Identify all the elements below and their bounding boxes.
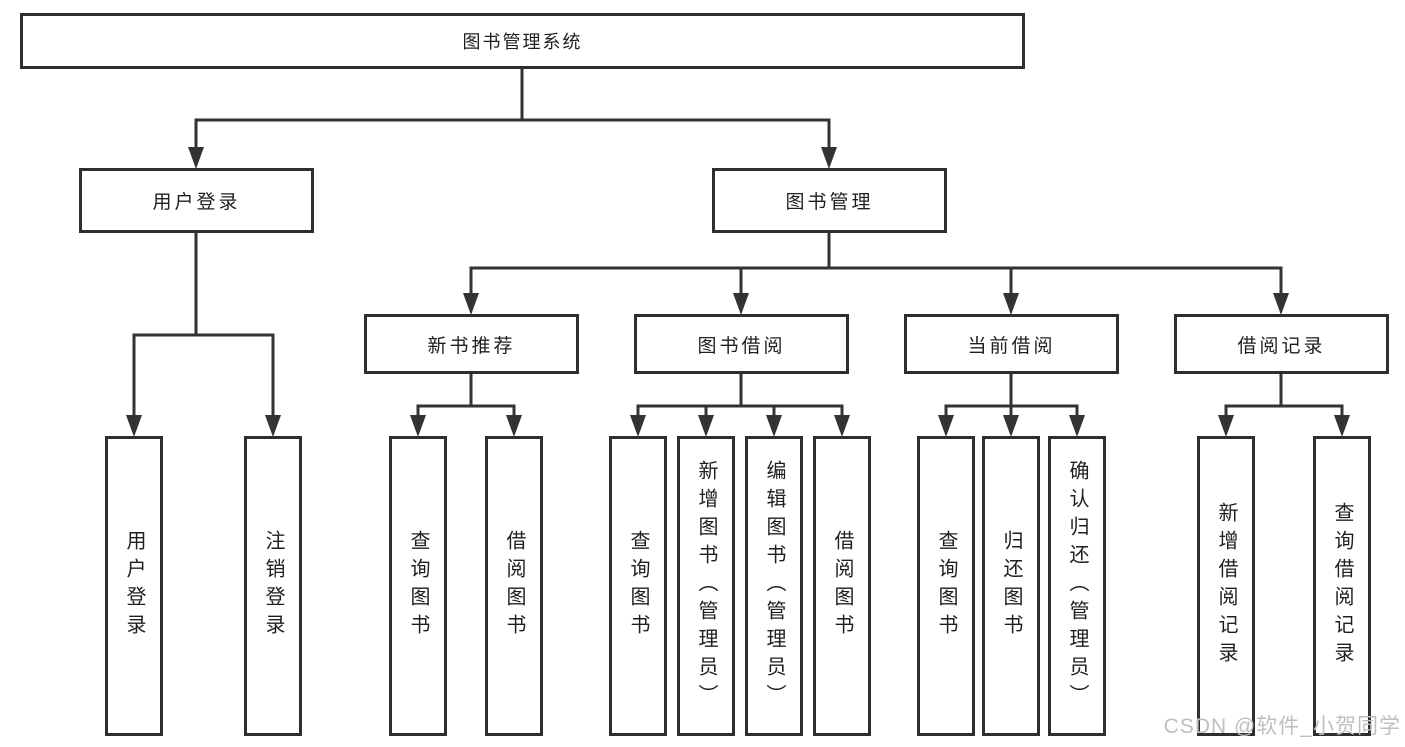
leaf-logout: 注销登录	[244, 436, 302, 736]
leaf-user-login: 用户登录	[105, 436, 163, 736]
leaf-edit-book-admin: 编辑图书（管理员）	[745, 436, 803, 736]
node-borrow-records: 借阅记录	[1174, 314, 1389, 374]
leaf-borrow-books-recommend: 借阅图书	[485, 436, 543, 736]
user-login-branch-connectors	[126, 231, 281, 437]
leaf-query-books-current: 查询图书	[917, 436, 975, 736]
leaf-add-book-admin: 新增图书（管理员）	[677, 436, 735, 736]
leaf-return-book: 归还图书	[982, 436, 1040, 736]
current-borrow-group-connectors	[938, 372, 1085, 437]
leaf-query-books-recommend: 查询图书	[389, 436, 447, 736]
leaf-query-borrow-record: 查询借阅记录	[1313, 436, 1371, 736]
leaf-add-borrow-record: 新增借阅记录	[1197, 436, 1255, 736]
new-book-recommend-group-connectors	[410, 372, 522, 437]
csdn-watermark: CSDN @软件_小贺同学	[1163, 715, 1401, 738]
book-borrow-group-connectors	[630, 372, 850, 437]
node-user-login: 用户登录	[79, 168, 314, 233]
borrow-records-group-connectors	[1218, 372, 1350, 437]
leaf-query-books-borrow: 查询图书	[609, 436, 667, 736]
node-new-book-recommend: 新书推荐	[364, 314, 579, 374]
leaf-borrow-books: 借阅图书	[813, 436, 871, 736]
root-to-level2-connectors	[188, 67, 837, 169]
node-current-borrow: 当前借阅	[904, 314, 1119, 374]
node-book-management: 图书管理	[712, 168, 947, 233]
leaf-confirm-return-admin: 确认归还（管理员）	[1048, 436, 1106, 736]
book-management-branch-connectors	[463, 231, 1289, 315]
node-root: 图书管理系统	[20, 13, 1025, 69]
node-book-borrow: 图书借阅	[634, 314, 849, 374]
